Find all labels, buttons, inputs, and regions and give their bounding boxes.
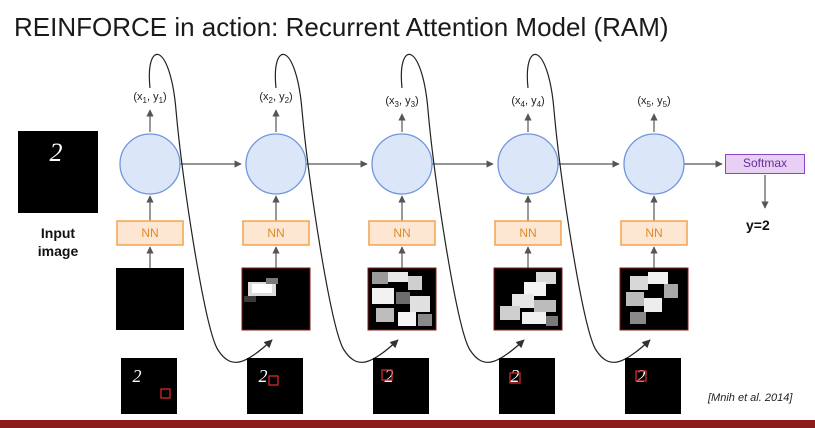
glimpse-5 [620,268,688,330]
svg-text:NN: NN [141,226,158,240]
step-1: (x1, y1) NN 2 [116,91,184,414]
rnn-cell-5 [624,134,684,194]
input-image-label: Input image [16,224,100,260]
location-image-3 [373,358,429,414]
location-image-1 [121,358,177,414]
rnn-cell-2 [246,134,306,194]
location-label-3: (x3, y3) [385,95,418,109]
glimpse-1 [116,268,184,330]
input-label-text: Input image [38,225,78,259]
step-2: (x2, y2) NN 2 [242,91,310,414]
step-3: (x3, y3) NN 2 [368,95,436,414]
location-label-1: (x1, y1) [133,91,166,105]
footer-bar [0,420,815,428]
step-4: (x4, y4) NN 2 [494,95,562,414]
location-image-4 [499,358,555,414]
softmax-box: Softmax [725,154,805,174]
output-label: y=2 [746,217,770,233]
svg-text:NN: NN [393,226,410,240]
location-label-2: (x2, y2) [259,91,292,105]
svg-text:2: 2 [637,366,646,386]
rnn-cell-3 [372,134,432,194]
glimpse-4 [494,268,562,330]
location-image-5 [625,358,681,414]
svg-text:2: 2 [259,366,268,386]
step-5: (x5, y5) NN 2 [620,95,688,414]
rnn-cell-1 [120,134,180,194]
location-label-5: (x5, y5) [637,95,670,109]
location-label-4: (x4, y4) [511,95,544,109]
svg-text:NN: NN [519,226,536,240]
svg-text:NN: NN [267,226,284,240]
input-digit: 2 [50,138,63,167]
svg-text:2: 2 [133,366,142,386]
glimpse-2 [242,268,310,330]
citation: [Mnih et al. 2014] [708,392,792,404]
glimpse-3 [368,268,436,330]
rnn-cell-4 [498,134,558,194]
location-image-2 [247,358,303,414]
input-image: 2 [18,131,98,213]
svg-text:NN: NN [645,226,662,240]
